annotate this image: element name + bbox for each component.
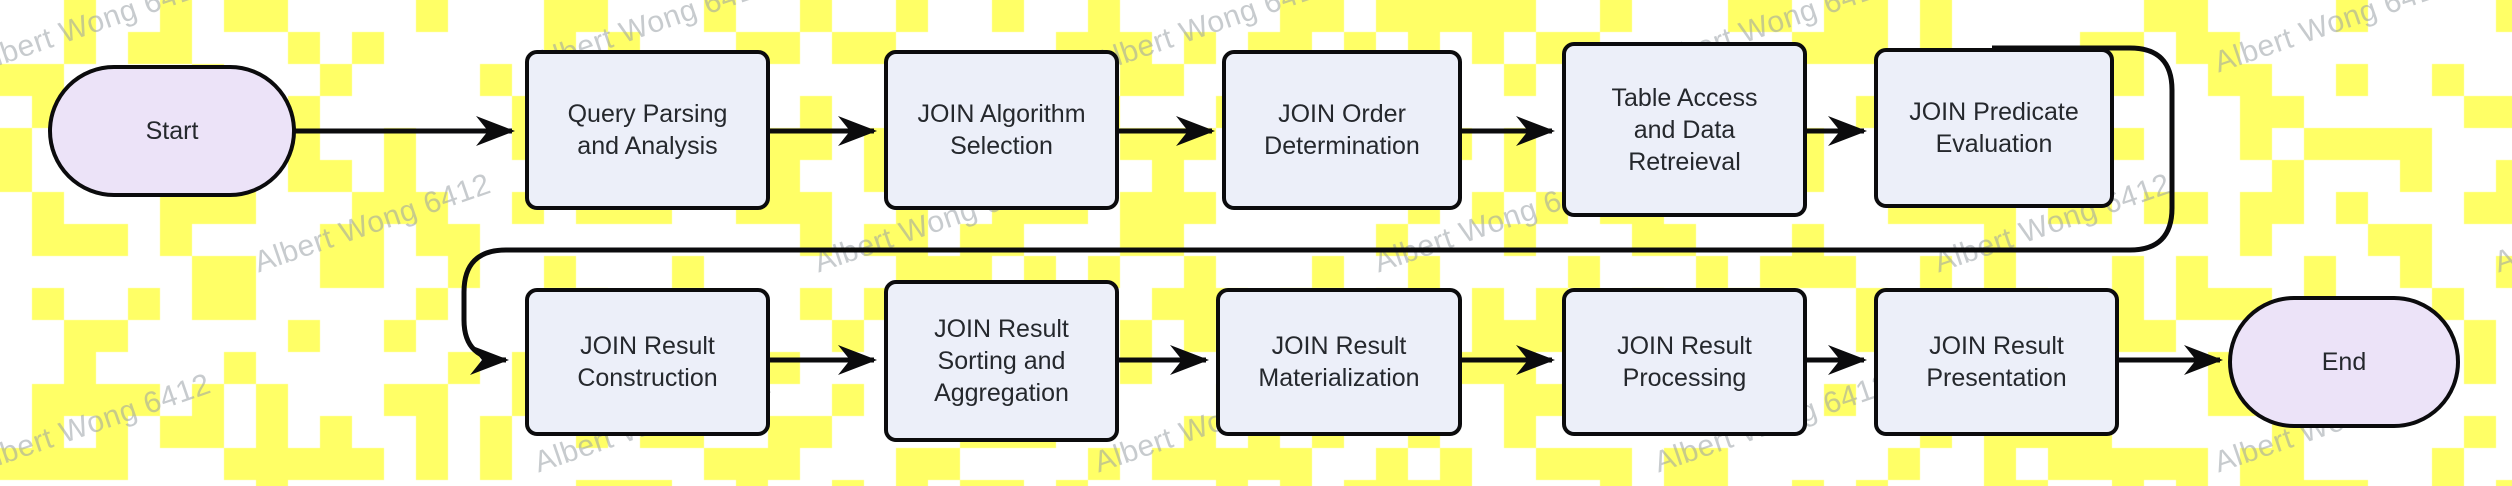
node-join-result-materialization[interactable]: JOIN Result Materialization (1216, 288, 1462, 436)
node-join-result-construction-label: JOIN Result Construction (577, 332, 718, 392)
node-join-result-presentation[interactable]: JOIN Result Presentation (1874, 288, 2119, 436)
node-start-label: Start (145, 117, 199, 145)
node-query-parsing[interactable]: Query Parsing and Analysis (525, 50, 770, 210)
node-end[interactable]: End (2228, 296, 2460, 428)
node-end-label: End (2321, 348, 2367, 376)
node-join-result-materialization-label: JOIN Result Materialization (1258, 332, 1420, 392)
node-join-result-processing[interactable]: JOIN Result Processing (1562, 288, 1807, 436)
node-join-result-processing-label: JOIN Result Processing (1617, 332, 1752, 392)
node-algorithm-selection-label: JOIN Algorithm Selection (917, 100, 1086, 160)
node-join-order-determination[interactable]: JOIN Order Determination (1222, 50, 1462, 210)
node-join-result-presentation-label: JOIN Result Presentation (1926, 332, 2067, 392)
node-query-parsing-label: Query Parsing and Analysis (567, 100, 728, 160)
node-join-predicate-evaluation[interactable]: JOIN Predicate Evaluation (1874, 48, 2114, 208)
node-join-result-sorting-label: JOIN Result Sorting and Aggregation (934, 315, 1069, 407)
edge-predicate-to-result-construct (461, 45, 2175, 375)
node-join-predicate-evaluation-label: JOIN Predicate Evaluation (1909, 98, 2079, 158)
node-table-access-label: Table Access and Data Retreieval (1611, 83, 1758, 176)
node-join-result-construction[interactable]: JOIN Result Construction (525, 288, 770, 436)
node-table-access[interactable]: Table Access and Data Retreieval (1562, 42, 1807, 217)
node-join-order-determination-label: JOIN Order Determination (1264, 100, 1420, 160)
node-join-result-sorting[interactable]: JOIN Result Sorting and Aggregation (884, 280, 1119, 442)
node-start[interactable]: Start (48, 65, 296, 197)
node-algorithm-selection[interactable]: JOIN Algorithm Selection (884, 50, 1119, 210)
